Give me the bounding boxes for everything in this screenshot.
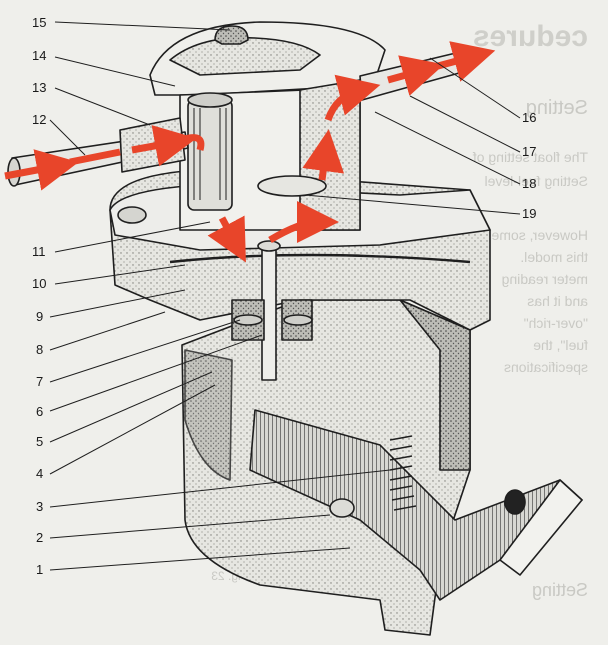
callout-11: 11 [32,244,46,259]
fuel-flow-arrows [4,41,496,263]
leader-line-15 [54,21,231,31]
rod-head [257,240,281,252]
pivot-pin [329,498,355,518]
callout-5: 5 [36,434,43,449]
callout-18: 18 [522,176,536,191]
ghost-line: and it has [527,293,588,309]
flow-arrow-across [268,201,339,244]
leader-line-2 [49,514,331,539]
ghost-line: meter reading [502,271,588,287]
pump-drawing [7,21,583,636]
flow-arrow-down [207,215,246,263]
leader-line-19 [304,194,521,215]
flow-arrow-outlet [387,55,445,96]
filter-screen [187,99,233,211]
flow-arrow-inlet [131,125,197,167]
flow-arrow-outlet [437,41,496,82]
leader-line-3 [49,469,391,508]
lever-pin [504,489,526,515]
callout-12: 12 [32,112,46,127]
leader-line-4 [49,384,216,475]
ghost-line: The float setting of [473,149,588,165]
leader-line-17 [409,95,521,153]
callout-15: 15 [32,15,46,30]
callout-17: 17 [522,144,536,159]
callout-13: 13 [32,80,46,95]
ghost-heading: cedures [473,20,588,53]
callout-6: 6 [36,404,43,419]
callout-14: 14 [32,48,46,63]
lower-housing-shadow [184,349,233,481]
leader-line-16 [429,57,521,119]
leader-line-11 [54,221,211,253]
leader-line-6 [49,334,263,412]
flow-arrow-inlet [4,149,79,191]
rocker-arm-tip [499,479,583,576]
callout-10: 10 [32,276,46,291]
callout-9: 9 [36,309,43,324]
callout-8: 8 [36,342,43,357]
ghost-line: Setting fuel-level [484,173,588,189]
leader-line-14 [54,56,176,87]
ghost-line: this model. [520,249,588,265]
valve-disc-right [283,314,313,326]
top-cover-dome [169,36,321,76]
ghost-line: specifications [504,359,588,375]
callout-16: 16 [522,110,536,125]
callout-2: 2 [36,530,43,545]
upper-chamber-wall [299,79,361,231]
flow-arrow-up [302,129,345,181]
valve-disc-left [233,314,263,326]
leader-line-13 [54,87,151,126]
leader-line-8 [49,311,166,351]
mounting-boss [117,206,147,224]
callout-1: 1 [36,562,43,577]
leader-line-5 [49,371,213,443]
leader-line-7 [49,319,241,383]
leader-line-12 [49,119,86,156]
callout-3: 3 [36,499,43,514]
leader-lines [49,21,521,571]
flow-arrow-curve [324,74,381,122]
return-spring [389,435,417,511]
filter-cap [187,92,233,108]
flow-arrow-inlet [69,148,121,166]
leader-line-18 [374,111,521,185]
diaphragm [169,253,471,264]
ghost-line: fuel", the [533,337,588,353]
leader-line-10 [54,264,186,285]
callout-4: 4 [36,466,43,481]
callout-7: 7 [36,374,43,389]
cover-knob [214,25,249,45]
flow-arrow-filter [180,134,205,151]
ghost-bottom-heading: Setting [532,580,588,600]
ghost-line: "over-rich" [524,315,588,331]
leader-line-9 [49,289,186,318]
leader-line-1 [49,547,351,571]
outlet-valve-ring [257,175,327,197]
callout-labels: 15 14 13 12 11 10 9 8 7 6 5 4 3 2 1 16 1… [32,15,536,577]
callout-19: 19 [522,206,536,221]
show-through-text: cedures Setting The float setting of Set… [211,20,588,600]
ghost-subheading: Setting [526,97,588,119]
